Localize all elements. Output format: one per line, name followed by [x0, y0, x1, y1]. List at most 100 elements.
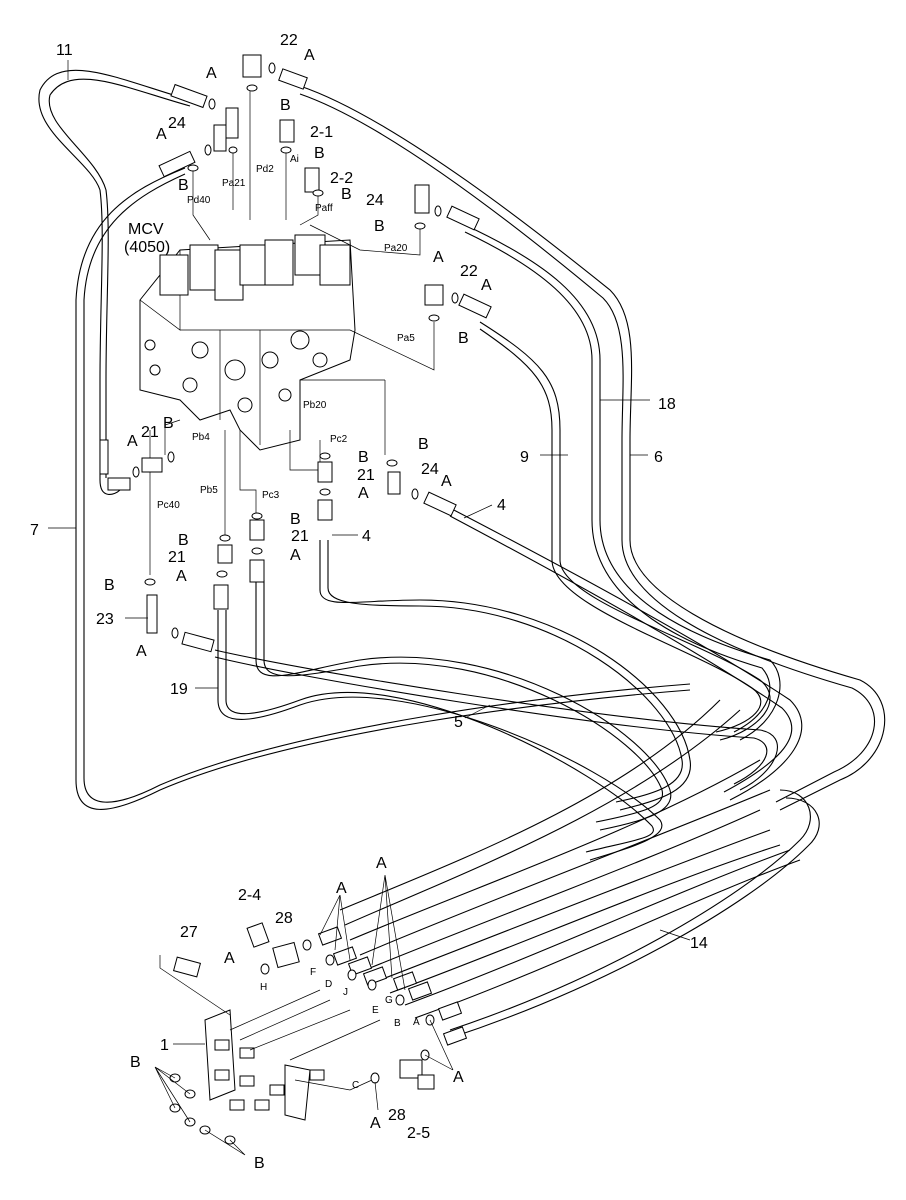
port-pb5: Pb5	[200, 485, 218, 496]
port-pb20: Pb20	[303, 400, 327, 411]
part-4-center: 4	[362, 528, 371, 545]
port-ai: Ai	[290, 154, 299, 165]
hose-4-mid-outer	[319, 540, 691, 811]
leader-lines	[149, 90, 435, 575]
callout-b: B	[280, 97, 291, 114]
port-pa21: Pa21	[222, 178, 246, 189]
hose-19-inner	[225, 610, 654, 853]
callout-a: A	[370, 1115, 381, 1132]
callout-b: B	[130, 1054, 141, 1071]
port-pd40: Pd40	[187, 195, 211, 206]
block-letter-b: B	[394, 1018, 401, 1029]
hose-11-inner	[48, 78, 191, 478]
part-7: 7	[30, 522, 39, 539]
bundle-2	[344, 709, 741, 926]
block-letter-f: F	[310, 967, 316, 978]
part-24-top: 24	[168, 115, 186, 132]
bundle-1	[339, 699, 721, 911]
callout-b: B	[254, 1155, 265, 1172]
part-2-1: 2-1	[310, 124, 333, 141]
part-9: 9	[520, 449, 529, 466]
callout-b: B	[163, 415, 174, 432]
part-22-top: 22	[280, 32, 298, 49]
callout-a: A	[290, 547, 301, 564]
block-letter-h: H	[260, 982, 267, 993]
port-paff: Paff	[315, 203, 333, 214]
callout-a: A	[441, 473, 452, 490]
callout-a: A	[336, 880, 347, 897]
hose-18-inner	[464, 231, 771, 733]
block-letter-a: A	[413, 1017, 420, 1028]
port-pa5: Pa5	[397, 333, 415, 344]
bundle-5	[369, 809, 761, 969]
callout-a: A	[433, 249, 444, 266]
part-21-lower-left: 21	[168, 549, 186, 566]
callout-b: B	[104, 577, 115, 594]
bundle-7	[389, 844, 781, 994]
part-24-center: 24	[421, 461, 439, 478]
part-numbers: 11 22 24 2-1 2-2 24 22 18 9 6 21 7 21 24…	[30, 32, 708, 1142]
callout-a: A	[304, 47, 315, 64]
hose-14-outer	[449, 789, 811, 1031]
hose-6-inner	[299, 93, 876, 803]
hose-5-outer	[255, 580, 672, 831]
callout-b: B	[290, 511, 301, 528]
mcv-valve-body	[139, 234, 356, 451]
block-letter-j: J	[343, 987, 348, 998]
part-18: 18	[658, 396, 676, 413]
port-pd2: Pd2	[256, 164, 274, 175]
part-28-top: 28	[275, 910, 293, 927]
part-2-2: 2-2	[330, 170, 353, 187]
fittings	[99, 54, 492, 1121]
hose-group	[38, 69, 886, 1039]
callout-b: B	[178, 532, 189, 549]
block-letter-d: D	[325, 979, 332, 990]
part-6: 6	[654, 449, 663, 466]
callout-b: B	[341, 186, 352, 203]
mcv-name: MCV	[128, 221, 164, 238]
o-rings	[132, 62, 459, 1145]
port-pc3: Pc3	[262, 490, 280, 501]
callout-a: A	[453, 1069, 464, 1086]
hose-4-right-inner	[449, 515, 793, 793]
part-21-lower: 21	[291, 528, 309, 545]
port-pc2: Pc2	[330, 434, 348, 445]
part-27: 27	[180, 924, 198, 941]
part-22-right: 22	[460, 263, 478, 280]
mcv-model: (4050)	[124, 239, 170, 256]
callout-letters: A A B A B B B B A A B A B B B A A B A B …	[104, 47, 492, 1172]
bundle-8	[404, 849, 791, 1006]
port-pa20: Pa20	[384, 243, 408, 254]
hose-6-outer	[299, 85, 886, 811]
port-pc40: Pc40	[157, 500, 180, 511]
bundle-4	[359, 789, 771, 956]
block-letter-e: E	[372, 1005, 379, 1016]
callout-b: B	[314, 145, 325, 162]
callout-a: A	[376, 855, 387, 872]
part-1: 1	[160, 1037, 169, 1054]
part-2-4: 2-4	[238, 887, 261, 904]
bundle-9	[414, 859, 801, 1019]
callout-b: B	[458, 330, 469, 347]
hose-18-outer	[464, 224, 781, 741]
hose-4-right-outer	[449, 507, 803, 801]
callout-a: A	[127, 433, 138, 450]
callout-a: A	[156, 126, 167, 143]
part-28-bottom: 28	[388, 1107, 406, 1124]
part-2-5: 2-5	[407, 1125, 430, 1142]
port-pb4: Pb4	[192, 432, 210, 443]
callout-a: A	[176, 568, 187, 585]
bundle-6	[379, 829, 771, 981]
hose-9-inner	[479, 328, 762, 733]
block-letters: C D E F G H J B A	[260, 967, 420, 1091]
callout-a: A	[481, 277, 492, 294]
part-21-center: 21	[357, 467, 375, 484]
part-4-right: 4	[497, 497, 506, 514]
hose-14-inner	[449, 797, 820, 1039]
hose-4-mid-inner	[327, 540, 683, 803]
part-11: 11	[56, 42, 73, 59]
part-23: 23	[96, 611, 114, 628]
port-labels: Pd40 Pa21 Pd2 Ai Paff Pa20 Pa5 Pb20 Pb4 …	[157, 154, 415, 511]
hose-5-inner	[263, 580, 664, 823]
